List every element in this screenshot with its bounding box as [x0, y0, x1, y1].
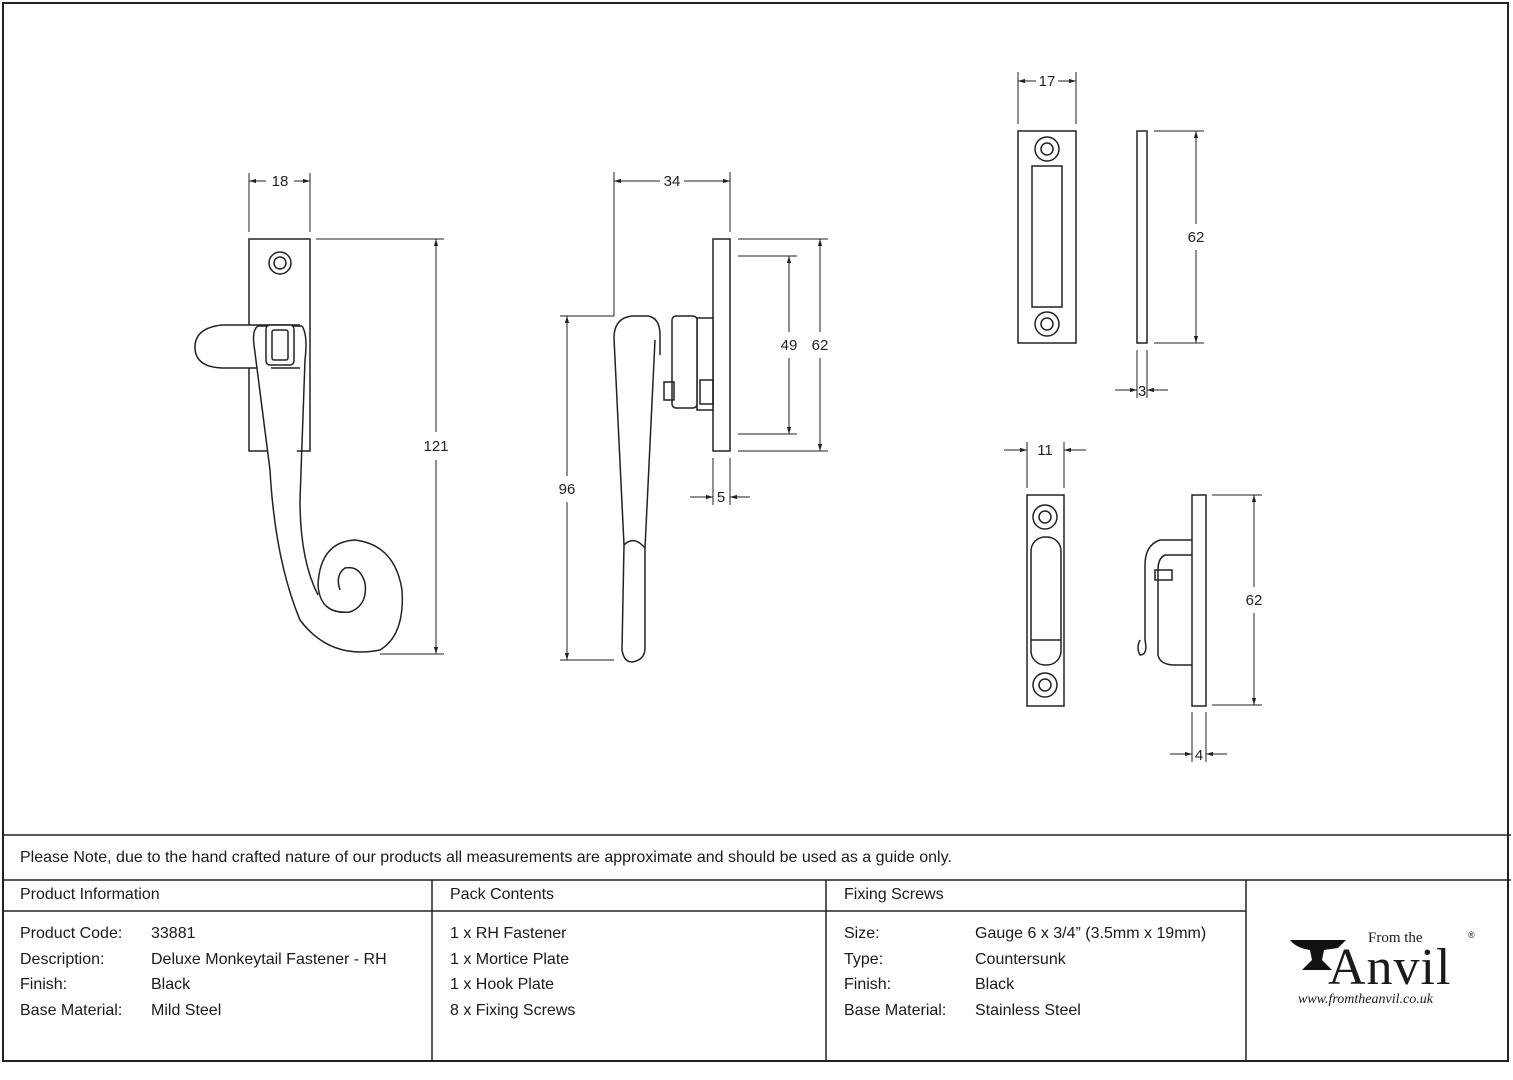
fixing-screws-header: Fixing Screws — [844, 886, 944, 903]
logo-registered-mark: ® — [1468, 930, 1475, 940]
pack-item: 1 x RH Fastener — [450, 925, 567, 942]
screw-finish-value: Black — [975, 976, 1015, 993]
logo-url-text: www.fromtheanvil.co.uk — [1298, 992, 1433, 1007]
screw-finish-label: Finish: — [844, 976, 892, 993]
finish-label: Finish: — [20, 976, 68, 993]
hook-plate-side — [1137, 494, 1207, 707]
pack-item: 8 x Fixing Screws — [450, 1002, 576, 1019]
from-the-anvil-logo: From the Anvil ® www.fromtheanvil.co.uk — [1288, 930, 1488, 1020]
mortice-plate-side — [1136, 130, 1148, 344]
dim-hook-height: 62 — [1246, 592, 1263, 609]
logo-brand-text: Anvil — [1328, 939, 1452, 996]
logo-from-text: From the — [1368, 930, 1423, 946]
base-material-value: Mild Steel — [151, 1002, 222, 1019]
side-view-handle — [613, 238, 731, 663]
screw-material-value: Stainless Steel — [975, 1002, 1081, 1019]
screw-type-value: Countersunk — [975, 951, 1066, 968]
finish-value: Black — [151, 976, 191, 993]
pack-contents-header: Pack Contents — [450, 886, 555, 903]
dim-handle-width: 18 — [272, 173, 289, 190]
mortice-plate-front — [1017, 130, 1077, 344]
info-table-grid — [2, 834, 1511, 1062]
dim-side-plate: 62 — [812, 337, 829, 354]
description-label: Description: — [20, 951, 105, 968]
dim-mortice-width: 17 — [1039, 73, 1056, 90]
product-info-header: Product Information — [20, 886, 160, 903]
screw-size-label: Size: — [844, 925, 880, 942]
screw-material-label: Base Material: — [844, 1002, 947, 1019]
pack-item: 1 x Hook Plate — [450, 976, 555, 993]
screw-size-value: Gauge 6 x 3/4” (3.5mm x 19mm) — [975, 925, 1207, 942]
anvil-icon — [1290, 940, 1346, 970]
dim-hook-thickness: 4 — [1195, 747, 1203, 764]
screw-type-label: Type: — [844, 951, 884, 968]
dim-mortice-thickness: 3 — [1138, 383, 1146, 400]
dim-mortice-height: 62 — [1188, 229, 1205, 246]
pack-item: 1 x Mortice Plate — [450, 951, 570, 968]
approximation-note: Please Note, due to the hand crafted nat… — [20, 849, 952, 866]
dim-side-height: 96 — [559, 481, 576, 498]
dim-handle-height: 121 — [423, 438, 448, 455]
front-view-handle — [194, 238, 404, 653]
product-code-value: 33881 — [151, 925, 196, 942]
product-code-label: Product Code: — [20, 925, 123, 942]
description-value: Deluxe Monkeytail Fastener - RH — [151, 951, 387, 968]
dim-side-thickness: 5 — [717, 489, 725, 506]
hook-plate-front — [1026, 494, 1065, 707]
drawing-sheet — [2, 2, 1509, 1062]
base-material-label: Base Material: — [20, 1002, 123, 1019]
dim-side-depth: 34 — [664, 173, 681, 190]
dim-hook-width: 11 — [1037, 442, 1053, 459]
dim-side-inner: 49 — [781, 337, 798, 354]
